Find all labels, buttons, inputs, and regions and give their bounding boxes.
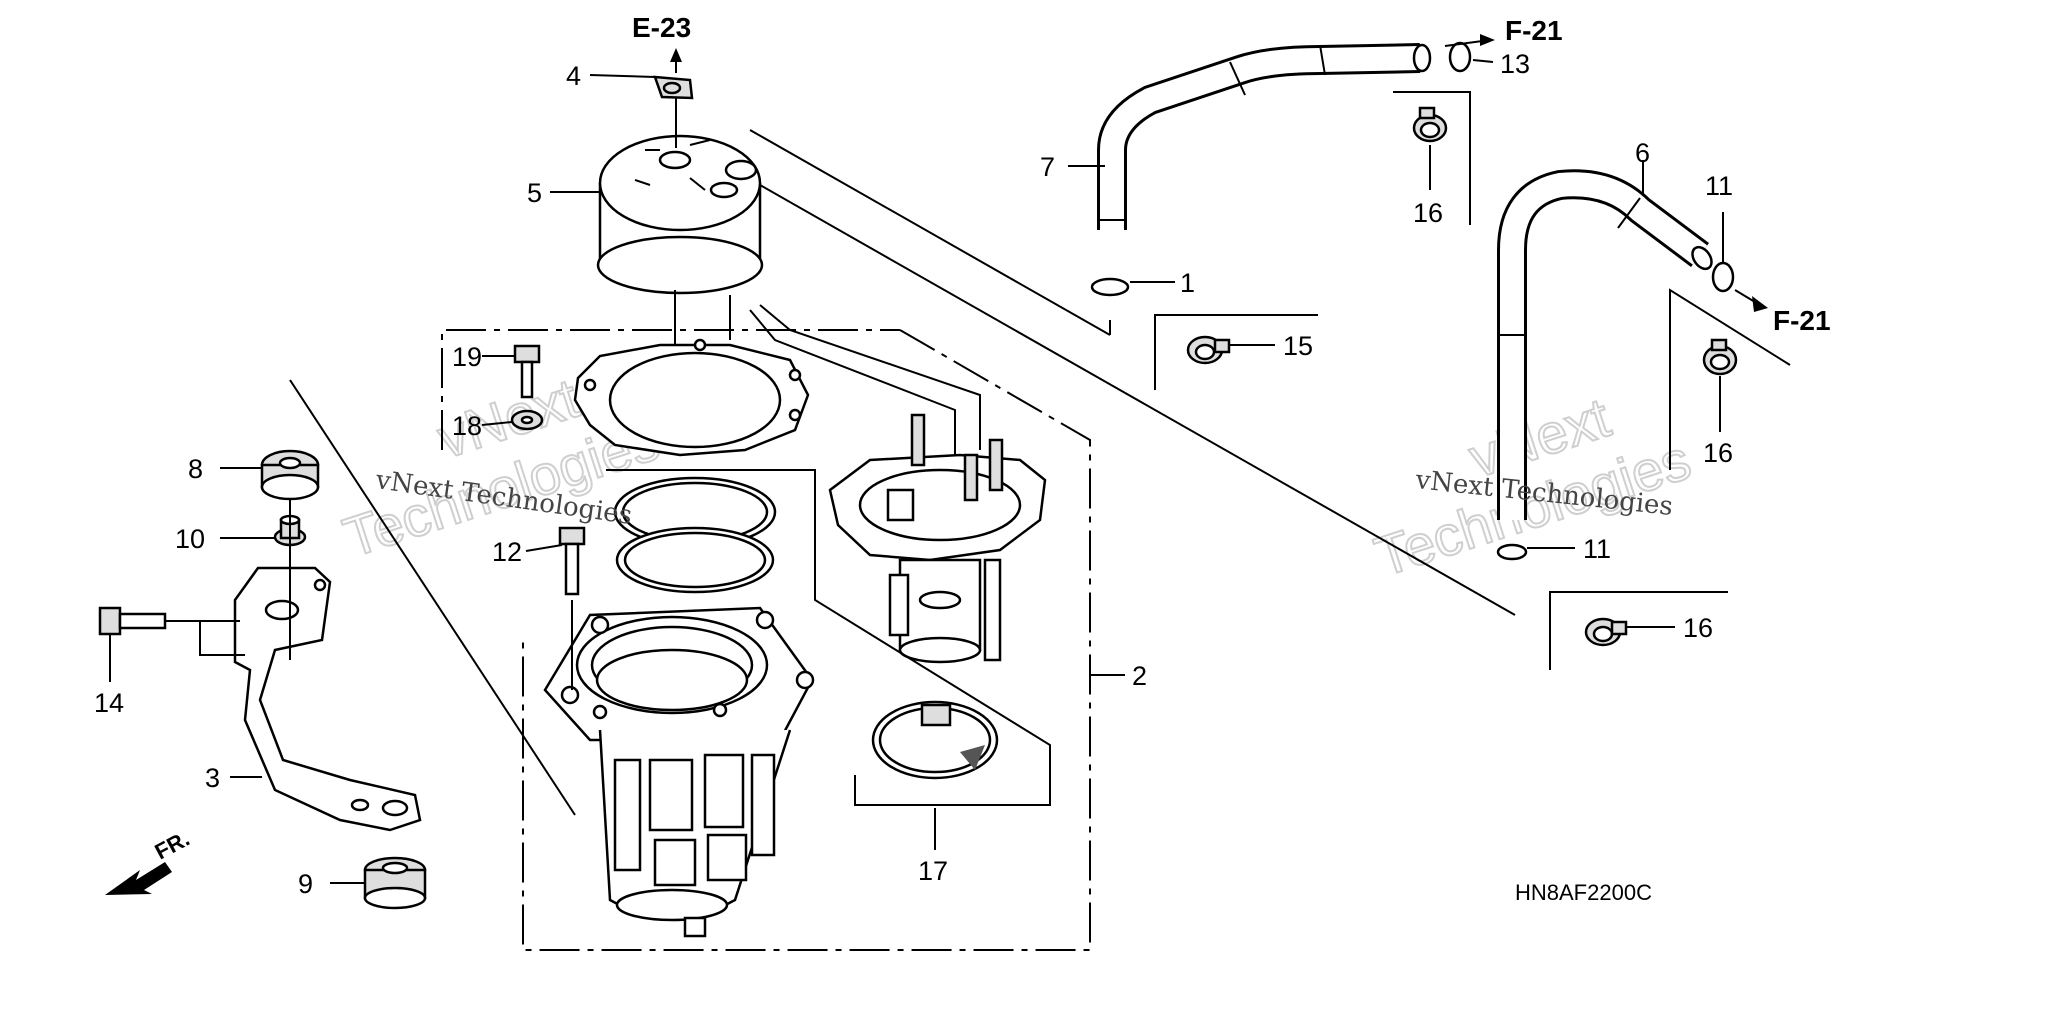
bracket-3[interactable] [233,566,422,832]
align-line-left [289,379,576,816]
clamp-16-mid[interactable] [1702,338,1738,376]
callout-18: 18 [452,411,482,441]
grommet-8[interactable] [260,449,320,501]
front-direction-marker: FR. [105,826,194,895]
bolt-14[interactable] [98,606,167,636]
ref-f21-right: F-21 [1773,305,1831,336]
callout-12: 12 [492,537,522,567]
bolt-14-leader-b [199,621,245,656]
washer-18[interactable] [510,409,544,431]
bracket-line-clamp-mid [1669,288,1791,470]
fuel-pump-unit[interactable] [828,413,1047,664]
callout-8: 8 [188,454,203,484]
bolt-12[interactable] [558,526,586,596]
clip-11-bottom[interactable] [1496,543,1528,561]
clamp-16-top[interactable] [1412,106,1448,143]
callout-19: 19 [452,342,482,372]
hose-7[interactable] [1097,43,1432,230]
clamp-16-bottom[interactable] [1584,617,1628,647]
strainer[interactable] [871,700,999,780]
clamp-15[interactable] [1186,335,1231,365]
callout-16-mid: 16 [1703,438,1733,468]
callout-10: 10 [175,524,205,554]
cap-nut[interactable] [653,75,694,100]
assembly-2-boundary [441,329,1091,951]
diagram-code: HN8AF2200C [1515,880,1652,905]
callout-3: 3 [205,763,220,793]
bracket-line-clamp-15 [1154,314,1318,390]
callout-11-bottom: 11 [1583,534,1611,564]
front-label: FR. [151,826,194,865]
callout-6: 6 [1635,138,1650,168]
clip-1[interactable] [1090,277,1130,297]
align-line-top-2 [759,184,1516,616]
callout-1: 1 [1180,268,1195,298]
bolt-19[interactable] [513,344,541,399]
callout-16-top: 16 [1413,198,1443,228]
filter-cup[interactable] [543,606,815,938]
e23-arrow-head [670,48,682,62]
clip-11-top[interactable] [1711,261,1735,293]
pump-gasket[interactable] [573,338,810,457]
hose-6[interactable] [1497,169,1715,520]
grommet-9[interactable] [363,856,427,910]
strainer-box [606,469,1051,806]
leader-lines [109,34,1768,884]
o-ring-seal[interactable] [613,476,777,594]
callout-17: 17 [918,856,948,886]
ref-e23: E-23 [632,12,691,43]
bracket-line-clamp-bottom [1549,591,1728,670]
callout-7: 7 [1040,152,1055,182]
callout-9: 9 [298,869,313,899]
callout-15: 15 [1283,331,1313,361]
bracket-line-clamp-top [1393,91,1471,225]
align-line-top-1 [749,129,1111,336]
clip-13[interactable] [1448,41,1472,73]
cap-pump-connectors [674,290,981,455]
callout-2: 2 [1132,661,1147,691]
callout-5: 5 [527,178,542,208]
callout-14: 14 [94,688,124,718]
callout-16-bottom: 16 [1683,613,1713,643]
canister-cap[interactable] [596,134,764,295]
callout-4: 4 [566,61,581,91]
ref-f21-top: F-21 [1505,15,1563,46]
callout-13: 13 [1500,49,1530,79]
callout-11-top: 11 [1705,171,1733,201]
